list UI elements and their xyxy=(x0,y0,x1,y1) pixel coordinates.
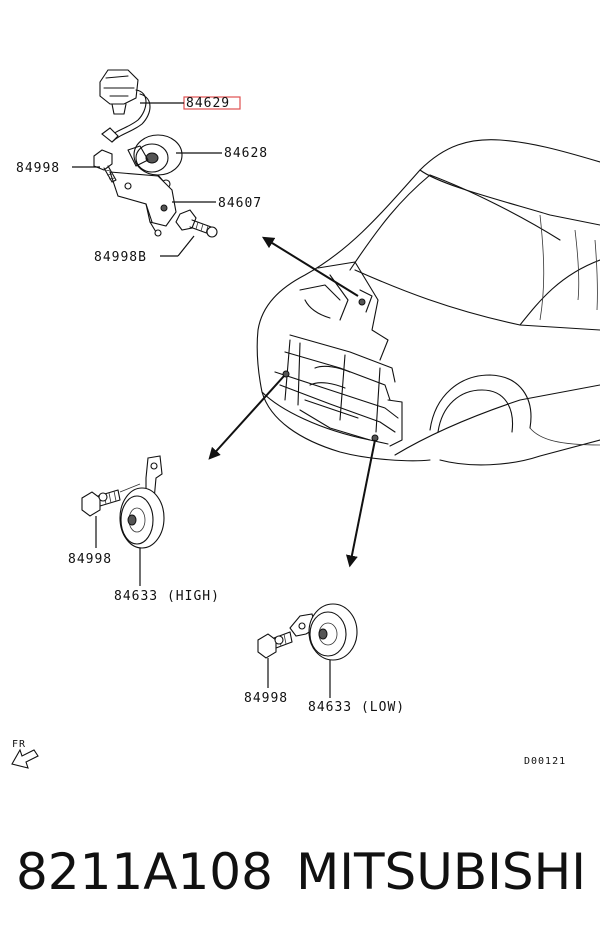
horn-bracket-illustration xyxy=(109,171,177,237)
label-84633-low: 84633 (LOW) xyxy=(308,700,405,715)
part-caption: 8211A108 MITSUBISHI xyxy=(16,832,586,912)
front-direction-arrow-icon xyxy=(11,748,39,769)
label-84633-high: 84633 (HIGH) xyxy=(114,589,220,604)
bolt-84998B-illustration xyxy=(175,209,218,238)
upper-horn-illustration xyxy=(127,134,183,189)
front-structure-illustration xyxy=(274,261,403,447)
bolt-84998-high-illustration xyxy=(81,489,121,517)
brand-name: MITSUBISHI xyxy=(296,843,586,901)
label-84607: 84607 xyxy=(218,196,262,211)
arrow-to-high-horn xyxy=(208,375,285,460)
diagram-code: D00121 xyxy=(524,756,566,767)
label-84998-high: 84998 xyxy=(68,552,112,567)
bolt-84998-top-illustration xyxy=(93,149,117,183)
part-number: 8211A108 xyxy=(16,843,273,901)
low-horn-illustration xyxy=(289,603,358,661)
parts-diagram: 84629 84628 84998 84607 84998B 84998 846… xyxy=(11,69,600,769)
label-fr: FR xyxy=(12,739,26,750)
car-body-illustration xyxy=(256,139,600,466)
arrow-to-low-horn xyxy=(345,439,376,568)
label-84629: 84629 xyxy=(186,96,230,111)
label-84998-low: 84998 xyxy=(244,691,288,706)
wiring-harness-illustration xyxy=(99,69,151,143)
arrow-to-upper-assembly xyxy=(261,236,359,297)
high-horn-illustration xyxy=(119,455,165,549)
label-84628: 84628 xyxy=(224,146,268,161)
label-84998B: 84998B xyxy=(94,250,147,265)
label-84998-top: 84998 xyxy=(16,161,60,176)
bolt-84998-low-illustration xyxy=(257,631,293,659)
